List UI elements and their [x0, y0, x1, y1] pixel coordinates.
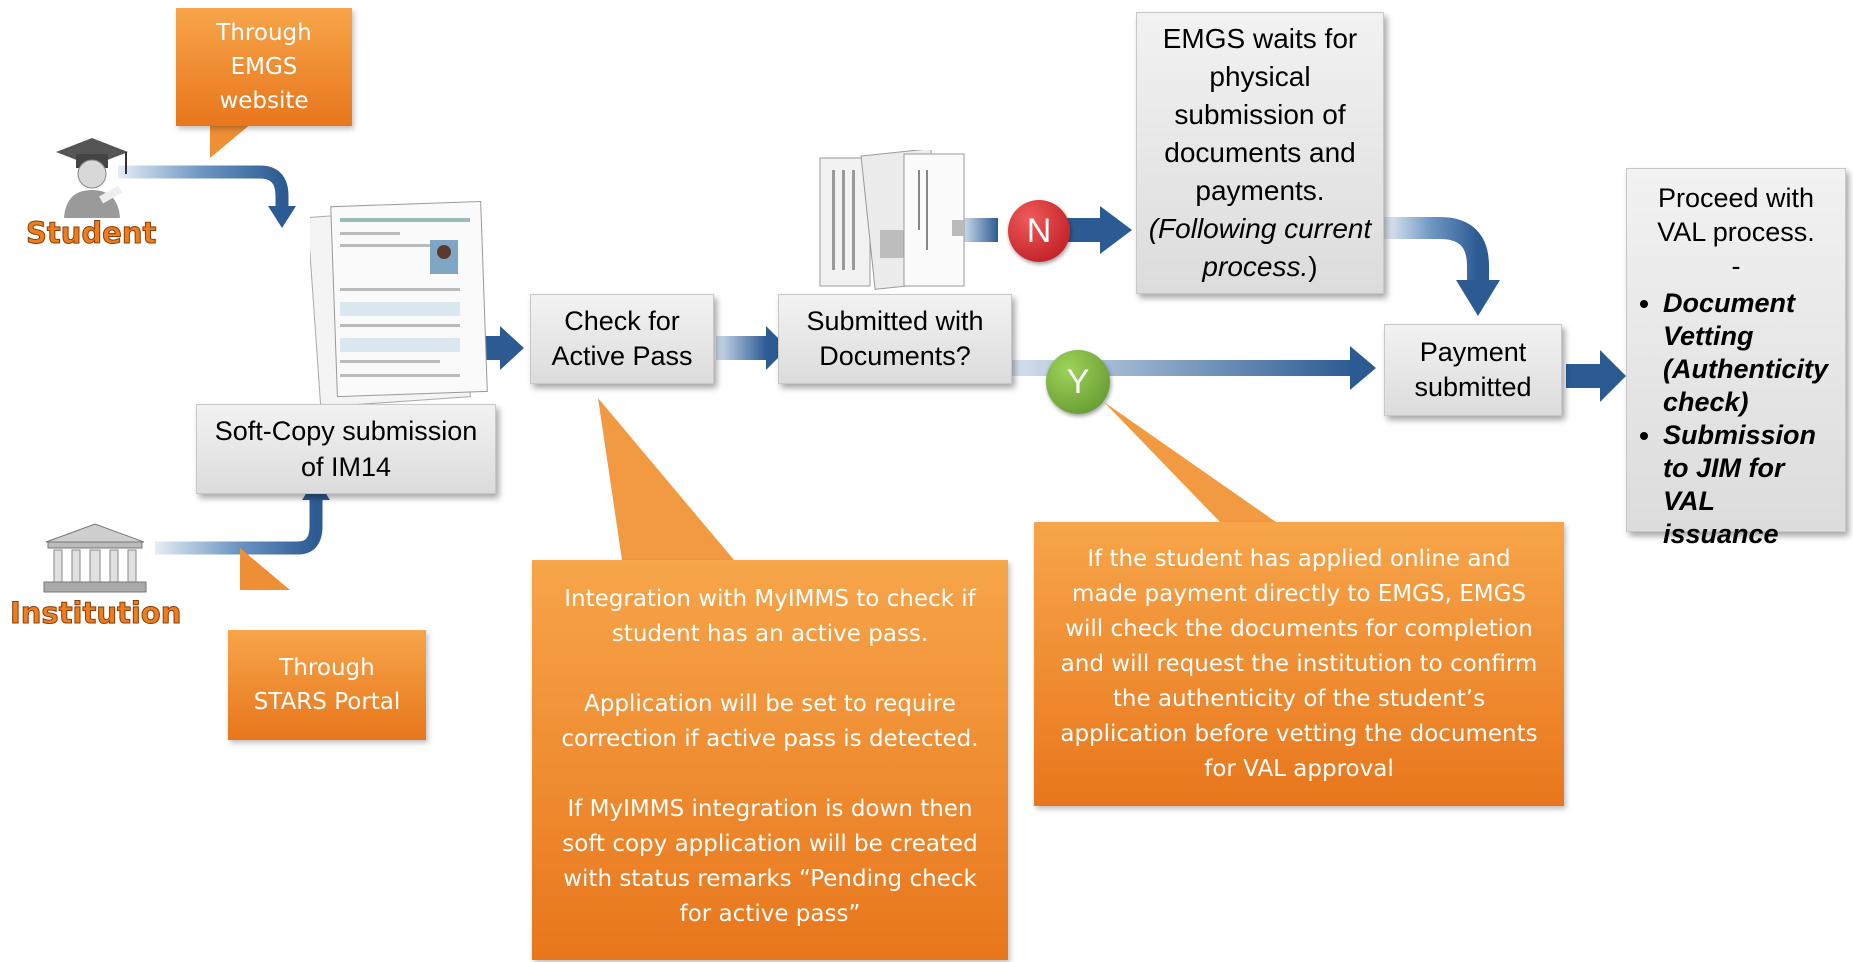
student-icon: [48, 130, 138, 220]
proceed-item-jim: Submission to JIM for VAL issuance: [1663, 419, 1837, 551]
proceed-val-list: Document Vetting (Authenticity check) Su…: [1635, 287, 1837, 551]
student-label: Student: [25, 216, 157, 251]
institution-icon: [40, 520, 150, 594]
arrow-student-head: [268, 206, 296, 228]
callout-stars-portal: Through STARS Portal: [228, 630, 426, 740]
callout-pointer-online: [1104, 402, 1276, 522]
arrow-waits-head: [1456, 280, 1500, 316]
decision-yes: Y: [1046, 350, 1110, 414]
arrow-check-to-submitted: [766, 326, 788, 370]
proceed-val-box: Proceed with VAL process. - Document Vet…: [1626, 168, 1846, 549]
softcopy-submission-box: Soft-Copy submission of IM14: [196, 404, 496, 494]
callout-online-payment: If the student has applied online and ma…: [1034, 522, 1564, 806]
arrow-no-branch: [1100, 206, 1132, 254]
callout-active-pass: Integration with MyIMMS to check if stud…: [532, 560, 1008, 960]
submitted-with-documents-box: Submitted with Documents?: [778, 294, 1012, 384]
check-active-pass-box: Check for Active Pass: [530, 294, 714, 384]
arrow-institution-to-form: [155, 500, 323, 555]
arrow-payment-to-proceed: [1600, 350, 1626, 402]
institution-label: Institution: [9, 596, 182, 631]
callout-pointer-active: [598, 398, 734, 560]
arrow-form-to-check: [500, 326, 524, 370]
payment-submitted-box: Payment submitted: [1384, 324, 1562, 416]
documents-image: [818, 148, 968, 290]
proceed-item-vetting: Document Vetting (Authenticity check): [1663, 287, 1837, 419]
callout-emgs-website: Through EMGS website: [176, 8, 352, 126]
decision-no: N: [1008, 200, 1070, 262]
callout-pointer-stars: [240, 548, 290, 590]
arrow-student-to-form: [118, 165, 289, 208]
callout-pointer-emgs: [210, 118, 258, 158]
emgs-waits-box: EMGS waits for physical submission of do…: [1136, 12, 1384, 294]
arrow-yes-branch: [1350, 346, 1376, 390]
arrow-waits-to-payment: [1384, 217, 1489, 282]
im14-form-image: [306, 198, 490, 408]
